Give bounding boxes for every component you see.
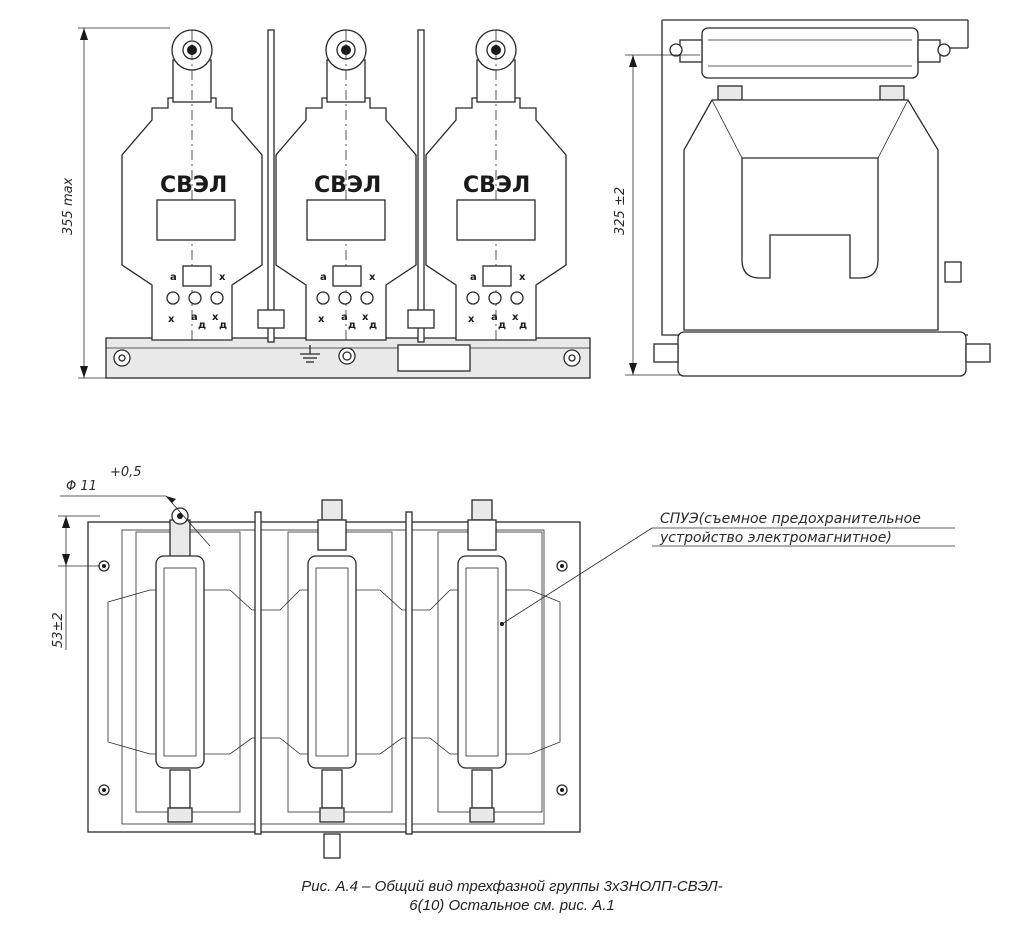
svg-text:a: a bbox=[491, 312, 498, 323]
svg-text:x: x bbox=[318, 314, 325, 325]
svg-text:x: x bbox=[512, 312, 519, 323]
terminal-marks-unit-2: a x x a д x д bbox=[318, 272, 377, 331]
side-view: 325 ±2 bbox=[613, 19, 991, 377]
annotation-line-2: устройство электромагнитное) bbox=[659, 530, 892, 546]
fuse-annotation: СПУЭ(съемное предохранительное устройств… bbox=[500, 511, 955, 626]
fuse-2 bbox=[307, 499, 357, 859]
svg-text:д: д bbox=[369, 320, 377, 331]
svg-text:д: д bbox=[348, 320, 356, 331]
dimension-label: 325 ±2 bbox=[613, 187, 628, 235]
svg-text:x: x bbox=[519, 272, 526, 283]
caption-line-2: 6(10) Остальное см. рис. А.1 bbox=[409, 897, 615, 914]
svg-text:a: a bbox=[170, 272, 177, 283]
top-view: Φ 11 +0,5 53±2 СПУЭ(съемное предохраните… bbox=[51, 465, 955, 859]
transformer-unit-3: СВЭЛ bbox=[425, 29, 567, 341]
svg-text:a: a bbox=[320, 272, 327, 283]
svg-text:д: д bbox=[219, 320, 227, 331]
dimension-label: 53±2 bbox=[51, 612, 66, 648]
dimension-hole-diameter: Φ 11 +0,5 bbox=[60, 465, 211, 547]
technical-drawing: СВЭЛ СВЭЛ СВЭЛ bbox=[51, 19, 991, 859]
terminal-marks-unit-1: a x x a д x д bbox=[168, 272, 227, 331]
svg-text:x: x bbox=[468, 314, 475, 325]
terminal-marks-unit-3: a x x a д x д bbox=[468, 272, 527, 331]
dimension-325: 325 ±2 bbox=[613, 54, 700, 376]
figure-caption: Рис. А.4 – Общий вид трехфазной группы 3… bbox=[150, 877, 874, 915]
svg-text:x: x bbox=[212, 312, 219, 323]
hole-diameter-label: Φ 11 bbox=[66, 479, 97, 494]
dimension-label: 355 max bbox=[61, 177, 76, 235]
svg-text:д: д bbox=[519, 320, 527, 331]
svg-text:a: a bbox=[341, 312, 348, 323]
fuse-3 bbox=[457, 499, 507, 823]
front-view: СВЭЛ СВЭЛ СВЭЛ bbox=[61, 27, 591, 379]
fuse-1 bbox=[155, 507, 205, 823]
dimension-355: 355 max bbox=[61, 27, 170, 379]
logo-svel: СВЭЛ bbox=[314, 173, 381, 198]
svg-text:a: a bbox=[191, 312, 198, 323]
hole-tolerance-label: +0,5 bbox=[110, 465, 142, 480]
svg-text:x: x bbox=[369, 272, 376, 283]
ground-symbol-icon bbox=[300, 345, 320, 363]
svg-text:a: a bbox=[470, 272, 477, 283]
svg-text:x: x bbox=[219, 272, 226, 283]
svg-text:x: x bbox=[168, 314, 175, 325]
logo-svel: СВЭЛ bbox=[160, 173, 227, 198]
svg-text:x: x bbox=[362, 312, 369, 323]
svg-text:д: д bbox=[498, 320, 506, 331]
transformer-unit-2: СВЭЛ bbox=[275, 29, 417, 341]
mounting-hole-icon bbox=[98, 560, 568, 796]
logo-svel: СВЭЛ bbox=[463, 173, 530, 198]
annotation-line-1: СПУЭ(съемное предохранительное bbox=[660, 511, 921, 527]
transformer-unit-1: СВЭЛ bbox=[121, 29, 263, 341]
caption-line-1: Рис. А.4 – Общий вид трехфазной группы 3… bbox=[301, 878, 723, 895]
dimension-53: 53±2 bbox=[51, 515, 100, 650]
svg-text:д: д bbox=[198, 320, 206, 331]
